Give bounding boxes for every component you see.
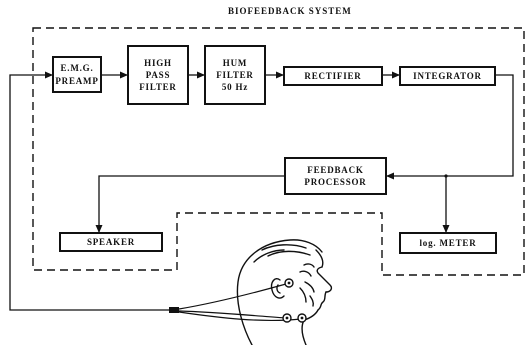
feedback-processor-block: FEEDBACK PROCESSOR (284, 157, 387, 195)
integrator-label: INTEGRATOR (413, 70, 482, 82)
integrator-block: INTEGRATOR (399, 66, 496, 86)
diagram-title: BIOFEEDBACK SYSTEM (228, 6, 378, 16)
electrode-lead-1 (179, 284, 286, 309)
hum-line-3: 50 Hz (222, 81, 248, 93)
hum-line-2: FILTER (216, 69, 253, 81)
log-meter-label: log. METER (419, 237, 476, 249)
emg-preamp-block: E.M.G. PREAMP (52, 56, 102, 93)
hpf-line-1: HIGH (144, 57, 172, 69)
hum-line-1: HUM (223, 57, 247, 69)
arrow-processor-to-speaker (99, 176, 284, 232)
feedback-processor-line-2: PROCESSOR (304, 176, 366, 188)
rectifier-label: RECTIFIER (304, 70, 361, 82)
electrode-input-line (10, 75, 170, 310)
arrow-integrator-to-processor (387, 75, 513, 176)
hpf-line-2: PASS (146, 69, 171, 81)
electrode-connector (169, 307, 179, 313)
log-meter-block: log. METER (399, 232, 497, 254)
head-illustration (237, 240, 331, 345)
rectifier-block: RECTIFIER (283, 66, 383, 86)
emg-preamp-line-1: E.M.G. (60, 62, 93, 74)
speaker-block: SPEAKER (59, 232, 163, 252)
emg-preamp-line-2: PREAMP (55, 75, 98, 87)
hpf-line-3: FILTER (139, 81, 176, 93)
speaker-label: SPEAKER (87, 236, 135, 248)
high-pass-filter-block: HIGH PASS FILTER (127, 45, 189, 105)
hum-filter-block: HUM FILTER 50 Hz (204, 45, 266, 105)
feedback-processor-line-1: FEEDBACK (307, 164, 363, 176)
